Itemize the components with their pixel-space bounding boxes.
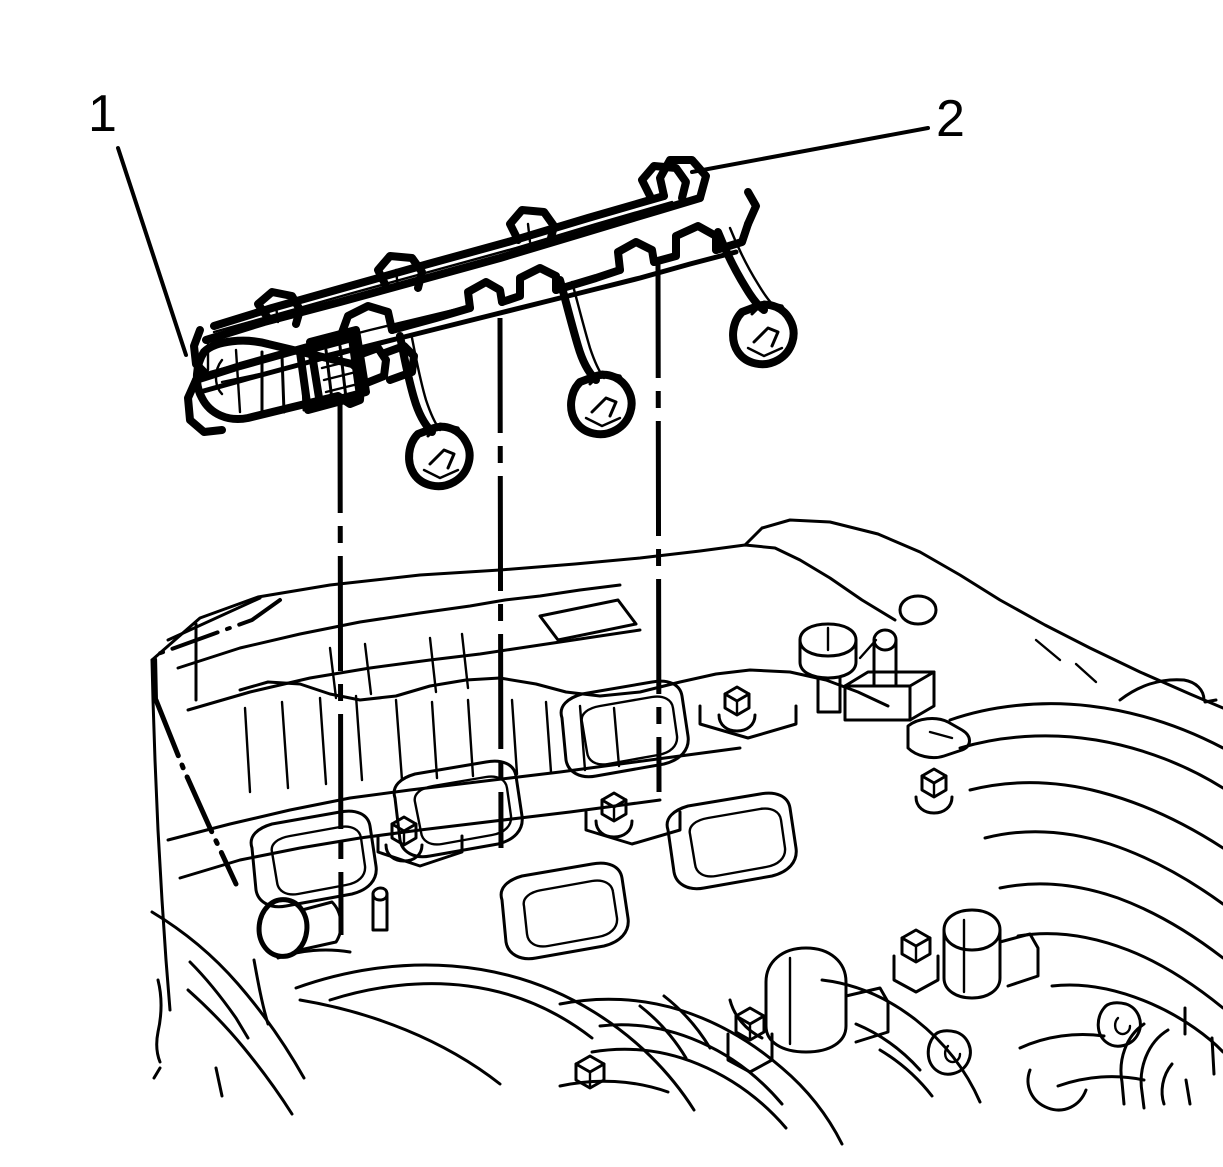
manifold-id-plate — [538, 598, 638, 642]
leader-line-1 — [116, 146, 188, 357]
bolt-4 — [914, 767, 954, 815]
harness-clip-4 — [506, 206, 558, 246]
callout-1-extension — [153, 598, 282, 887]
boss-circle-1 — [926, 1029, 972, 1076]
engine-assembly — [150, 518, 1223, 1146]
bolt-3 — [717, 685, 757, 733]
callout-leader-lines — [116, 126, 930, 357]
sensor-boss — [843, 628, 936, 722]
leader-line-2 — [690, 126, 930, 174]
callout-label-2: 2 — [936, 90, 965, 148]
engine-coil-connector-right — [942, 908, 1040, 1000]
wiring-harness-main-connector — [193, 326, 418, 423]
coil-well-3 — [559, 679, 690, 779]
coil-well-5 — [499, 861, 630, 961]
ignition-coil-harness-rail — [184, 156, 798, 491]
harness-clip-2 — [254, 288, 304, 328]
alignment-centerlines — [337, 262, 662, 936]
engine-coil-connector-lower — [728, 946, 890, 1054]
coil-connector-pigtail-3 — [714, 226, 798, 369]
coil-connector-pigtail-1 — [396, 332, 474, 491]
coil-well-4 — [665, 791, 798, 891]
bolt-5 — [892, 928, 940, 994]
coil-connector-pigtail-2 — [556, 276, 636, 439]
vacuum-port — [906, 717, 971, 760]
locator-pin — [371, 886, 389, 932]
map-sensor-assembly — [798, 622, 858, 714]
breather-tube-end — [256, 897, 343, 959]
boss-circle-2 — [1096, 1001, 1142, 1048]
harness-clip-5 — [638, 162, 690, 202]
harness-clip-3 — [374, 252, 426, 292]
callout-label-1: 1 — [88, 85, 117, 143]
